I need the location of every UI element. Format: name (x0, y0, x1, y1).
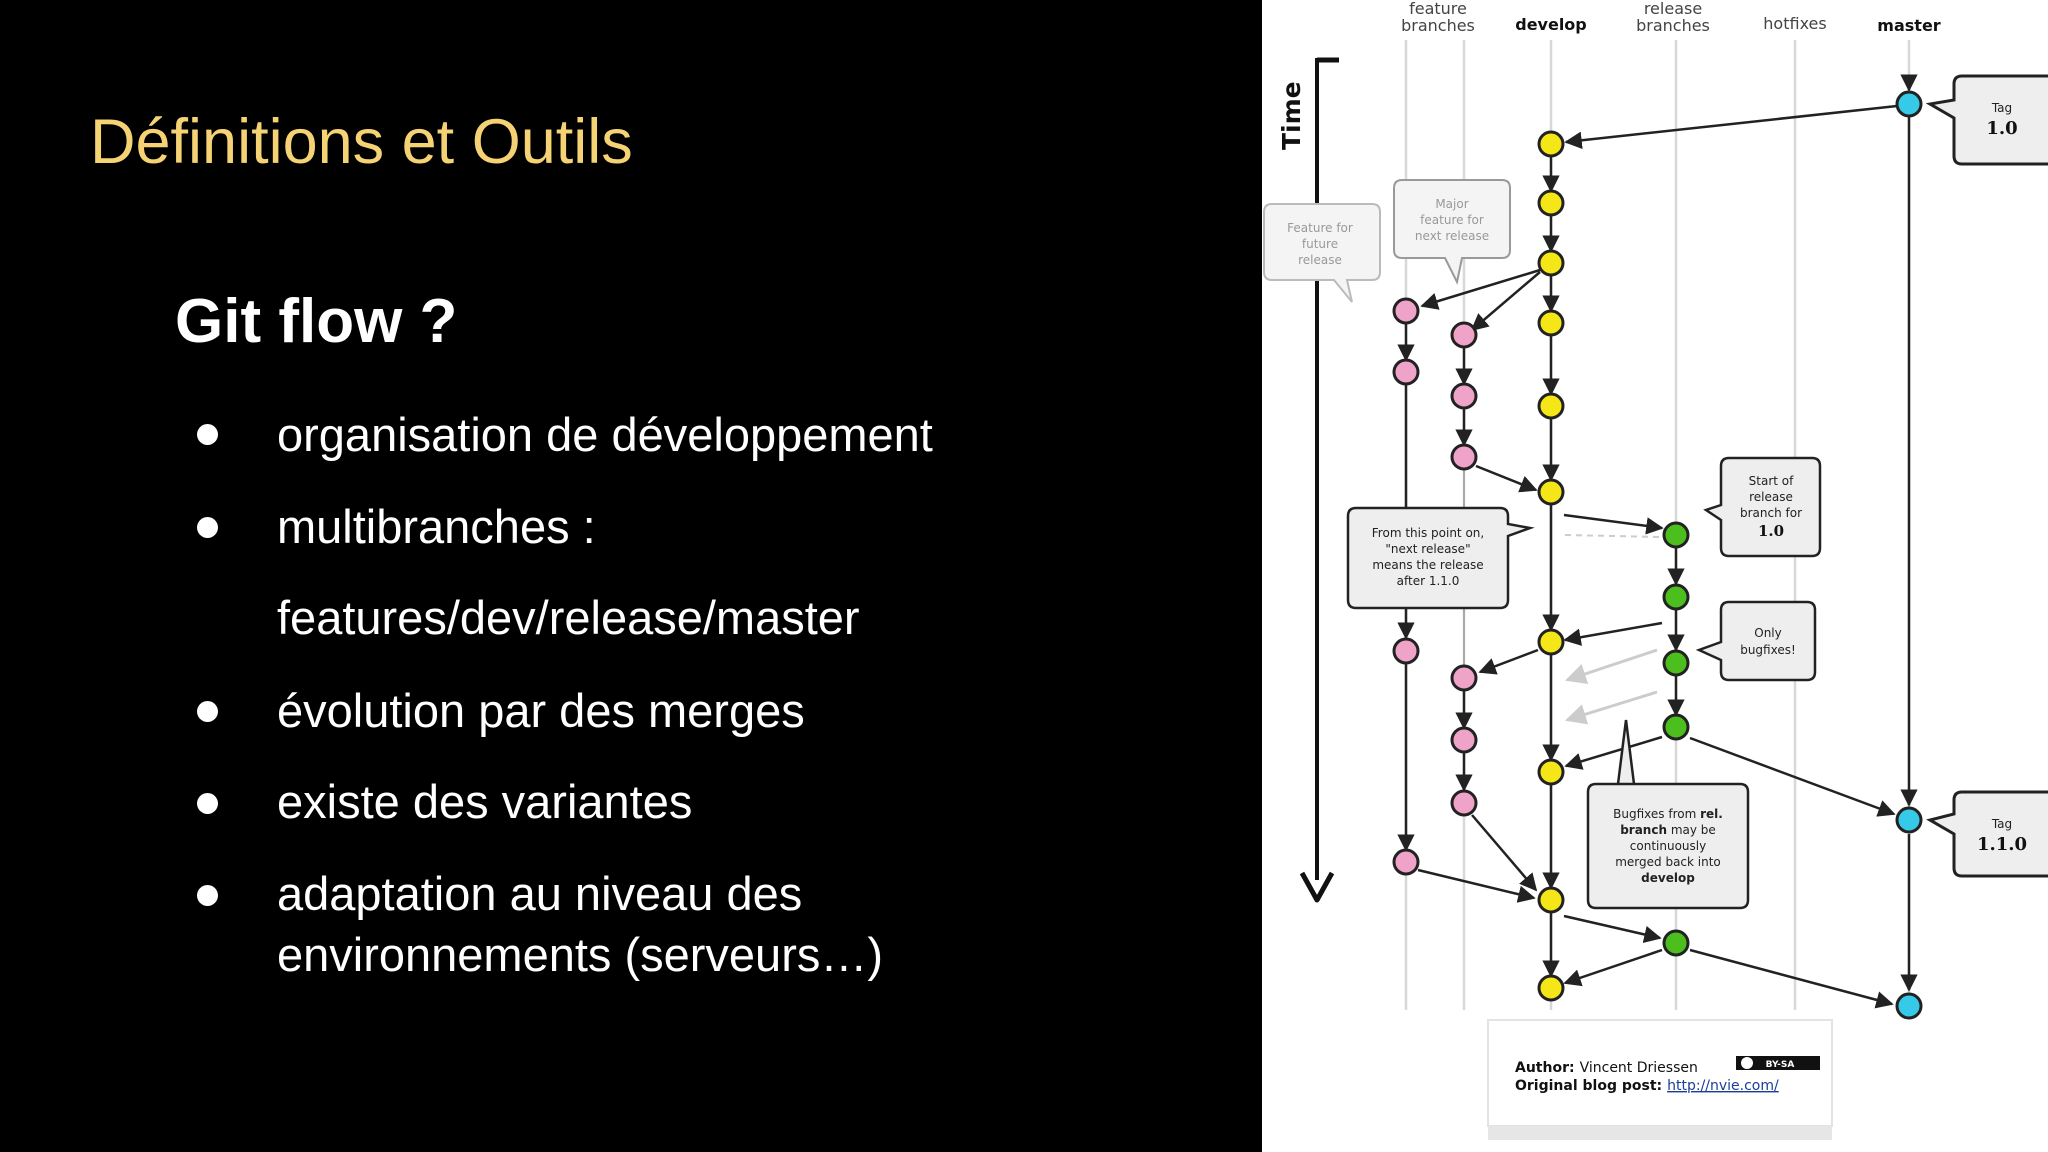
merge-arrows (1417, 104, 1898, 1009)
svg-text:means the release: means the release (1372, 558, 1483, 572)
svg-text:Tag: Tag (1991, 817, 2012, 831)
commit-feature (1450, 664, 1478, 692)
license-badge (1736, 1056, 1820, 1070)
bullet-continuation: environnements (serveurs…) (277, 928, 883, 981)
column-header-release: release (1644, 0, 1702, 18)
svg-text:Major: Major (1435, 197, 1468, 211)
bullet-item: existe des variantes (277, 775, 693, 828)
column-header-master: master (1877, 16, 1940, 35)
commit-develop (1537, 478, 1565, 506)
svg-text:1.1.0: 1.1.0 (1977, 834, 2027, 855)
commit-feature (1450, 443, 1478, 471)
commit-release (1662, 649, 1690, 677)
commit-feature (1450, 321, 1478, 349)
bullet-item: multibranches : (277, 500, 596, 553)
commit-develop (1537, 130, 1565, 158)
column-header-hotfixes: hotfixes (1763, 14, 1826, 33)
note-major-feature: Major feature for next release (1393, 179, 1511, 286)
svg-text:1.0: 1.0 (1758, 522, 1784, 540)
slide-title: Définitions et Outils (90, 107, 633, 177)
svg-text:next release: next release (1415, 229, 1489, 243)
next-release-dashed-line (1564, 534, 1663, 538)
svg-text:after 1.1.0: after 1.1.0 (1397, 574, 1460, 588)
svg-text:release: release (1749, 490, 1793, 504)
note-bugfixes-merged: Bugfixes from rel. branch may be continu… (1586, 719, 1750, 910)
column-header-develop: develop (1515, 15, 1587, 34)
gitflow-diagram: feature branches develop release branche… (1262, 0, 2048, 1152)
commit-feature (1450, 382, 1478, 410)
commit-master (1895, 806, 1923, 834)
svg-text:future: future (1302, 237, 1338, 251)
note-start-release: Start of release branch for 1.0 (1703, 456, 1822, 558)
blog-post-link: http://nvie.com/ (1667, 1078, 1779, 1094)
commit-develop (1537, 758, 1565, 786)
svg-text:branch for: branch for (1740, 506, 1802, 520)
note-next-release: From this point on, "next release" means… (1346, 506, 1535, 610)
commit-release (1662, 521, 1690, 549)
note-only-bugfixes: Only bugfixes! (1695, 600, 1817, 682)
svg-text:Author:Vincent Driessen: Author:Vincent Driessen (1515, 1060, 1698, 1076)
commit-feature (1392, 637, 1420, 665)
commit-feature (1392, 297, 1420, 325)
bullet-dot (197, 701, 218, 722)
commit-feature (1392, 848, 1420, 876)
commit-develop (1537, 974, 1565, 1002)
commit-release (1662, 929, 1690, 957)
svg-text:Only: Only (1754, 626, 1782, 640)
commit-master (1895, 90, 1923, 118)
commit-feature (1450, 789, 1478, 817)
note-tag-1-0: Tag 1.0 (1925, 74, 2048, 166)
credits-card: Author:Vincent Driessen Original blog po… (1487, 1019, 1833, 1140)
bullet-dot (197, 885, 218, 906)
svg-text:feature for: feature for (1420, 213, 1484, 227)
commit-develop (1537, 249, 1565, 277)
svg-text:merged back into: merged back into (1615, 855, 1721, 869)
commits (1392, 90, 1923, 1020)
svg-text:Feature for: Feature for (1287, 221, 1353, 235)
svg-text:From this point on,: From this point on, (1372, 526, 1484, 540)
commit-feature (1392, 358, 1420, 386)
svg-text:Original blog post:http://nvie: Original blog post:http://nvie.com/ (1515, 1078, 1779, 1094)
column-header-feature: feature (1409, 0, 1467, 18)
svg-text:Start of: Start of (1749, 474, 1794, 488)
svg-text:bugfixes!: bugfixes! (1740, 643, 1796, 657)
bullet-item: adaptation au niveau des (277, 867, 803, 920)
time-axis: Time (1277, 57, 1339, 903)
commit-master (1895, 992, 1923, 1020)
commit-develop (1537, 189, 1565, 217)
svg-text:continuously: continuously (1630, 839, 1706, 853)
svg-text:"next release": "next release" (1385, 542, 1470, 556)
svg-text:BY-SA: BY-SA (1766, 1060, 1795, 1070)
commit-develop (1537, 628, 1565, 656)
column-header-release: branches (1636, 16, 1710, 35)
commit-release (1662, 713, 1690, 741)
svg-text:Tag: Tag (1991, 101, 2012, 115)
svg-text:Bugfixes from rel.: Bugfixes from rel. (1613, 807, 1723, 821)
commit-develop (1537, 392, 1565, 420)
svg-text:develop: develop (1641, 871, 1695, 885)
svg-text:branch may be: branch may be (1620, 823, 1716, 837)
continuous-bugfix-arrows (1564, 648, 1658, 725)
bullet-dot (197, 793, 218, 814)
commit-develop (1537, 309, 1565, 337)
slide-subtitle: Git flow ? (175, 287, 458, 356)
commit-feature (1450, 726, 1478, 754)
cc-icon (1741, 1057, 1753, 1069)
time-label: Time (1277, 81, 1306, 150)
bullet-dot (197, 424, 218, 445)
svg-text:release: release (1298, 253, 1342, 267)
commit-develop (1537, 886, 1565, 914)
bullet-item: organisation de développement (277, 408, 933, 461)
svg-text:1.0: 1.0 (1986, 118, 2017, 139)
bullet-item: évolution par des merges (277, 684, 805, 737)
bullet-dot (197, 517, 218, 538)
column-header-feature: branches (1401, 16, 1475, 35)
gitflow-svg: feature branches develop release branche… (1263, 0, 2048, 1140)
note-feature-future: Feature for future release (1263, 203, 1381, 303)
slide-panel: Définitions et Outils Git flow ? organis… (90, 107, 933, 981)
bullet-continuation: features/dev/release/master (277, 591, 860, 644)
commit-release (1662, 583, 1690, 611)
note-tag-1-1-0: Tag 1.1.0 (1926, 790, 2048, 878)
